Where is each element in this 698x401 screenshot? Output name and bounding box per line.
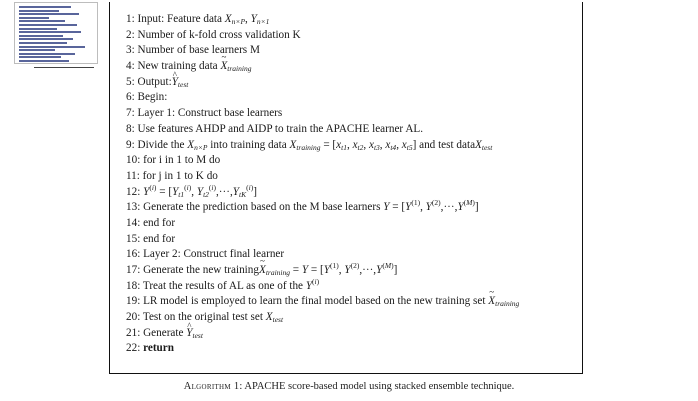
thumbnail-text-line [19,6,71,8]
thumbnail-text-line [19,41,67,44]
thumbnail-text-line [19,27,57,30]
caption-text: : APACHE score-based model using stacked… [239,381,515,392]
algorithm-line: 19: LR model is employed to learn the fi… [126,286,582,310]
thumbnail-text-line [19,59,69,62]
algorithm-line: 3: Number of base learners M [126,44,260,57]
algorithm-line: 6: Begin: [126,91,168,104]
algorithm-line: 9: Divide the Xn×P into training data Xt… [126,138,493,152]
thumbnail-text-line [19,9,59,12]
algorithm-line: 20: Test on the original test set Xtest [126,311,284,325]
algorithm-box [109,2,583,374]
thumbnail-text-line [19,56,61,59]
algorithm-caption: Algorithm 1: APACHE score-based model us… [0,381,698,392]
algorithm-line: 7: Layer 1: Construct base learners [126,107,283,120]
algorithm-line: 15: end for [126,232,176,245]
algorithm-line: 11: for j in 1 to K do [126,169,218,182]
algorithm-line: 1: Input: Feature data Xn×P, Yn×1 [126,13,270,26]
thumbnail-text-line [19,20,65,23]
algorithm-line: 22: return [126,342,174,355]
algorithm-line: 14: end for [126,216,176,229]
page-thumbnail[interactable] [14,2,98,64]
thumbnail-text-line [19,64,79,65]
algorithm-lines: 1: Input: Feature data Xn×P, Yn×1 2: Numb… [126,12,582,357]
algorithm-line: 16: Layer 2: Construct final learner [126,248,285,261]
thumbnail-caption-line [34,67,94,68]
algorithm-line: 4: New training data Xtraining [126,50,582,75]
thumbnail-text-line [19,52,75,55]
algorithm-line: 2: Number of k-fold cross validation K [126,28,301,41]
algorithm-line: 10: for i in 1 to M do [126,154,221,167]
thumbnail-text-line [19,38,73,41]
algorithm-line: 5: Output:Ytest [126,68,582,91]
thumbnail-text-line [19,31,81,34]
algorithm-line: 13: Generate the prediction based on the… [126,198,479,214]
caption-label: Algorithm 1 [183,381,240,392]
thumbnail-text-line [19,16,49,19]
thumbnail-text-line [19,45,85,48]
algorithm-line: 18: Treat the results of AL as one of th… [126,276,320,292]
algorithm-line: 17: Generate the new trainingXtraining =… [126,254,582,279]
thumbnail-text-line [19,13,79,16]
thumbnail-text-line [19,49,55,52]
thumbnail-text-line [19,34,63,37]
thumbnail-text-line [19,23,77,26]
algorithm-line: 21: Generate Ytest [126,319,582,342]
algorithm-line: 12: Y(i) = [Yt1(i), Yt2(i),···,YtK(i)] [126,182,257,199]
algorithm-line: 8: Use features AHDP and AIDP to train t… [126,122,424,135]
